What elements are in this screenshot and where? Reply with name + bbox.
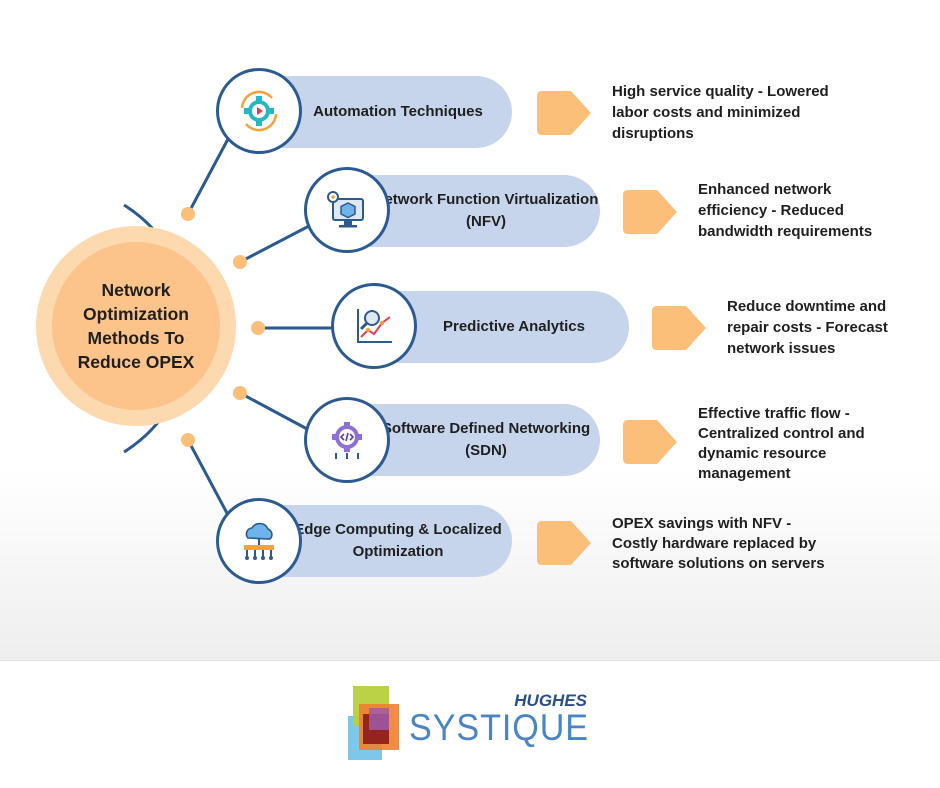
footer-divider bbox=[0, 660, 940, 661]
method-title: Edge Computing & Localized Optimization bbox=[294, 521, 502, 560]
hub-title: Network Optimization Methods To Reduce O… bbox=[77, 280, 195, 372]
method-icon-ring bbox=[304, 397, 390, 483]
method-description-sdn: Effective traffic flow - Centralized con… bbox=[698, 405, 865, 482]
central-hub: Network Optimization Methods To Reduce O… bbox=[36, 226, 236, 426]
method-icon-ring bbox=[304, 167, 390, 253]
virtual-monitor-icon bbox=[327, 191, 364, 228]
method-icon-ring bbox=[216, 498, 302, 584]
method-description-nfv: Enhanced network efficiency - Reduced ba… bbox=[698, 181, 873, 240]
gear-play-icon bbox=[240, 90, 278, 132]
connector-spokes bbox=[186, 138, 336, 516]
analytics-chart-icon bbox=[357, 309, 392, 343]
method-description-predictive-analytics: Reduce downtime and repair costs - Forec… bbox=[727, 298, 888, 357]
logo-top-text: HUGHES bbox=[514, 691, 587, 710]
method-description-edge-computing: OPEX savings with NFV - Costly hardware … bbox=[612, 515, 825, 572]
connector-lines bbox=[123, 138, 336, 516]
logo-bottom-text: SYSTIQUE bbox=[409, 707, 589, 748]
method-description-automation: High service quality - Lowered labor cos… bbox=[612, 83, 829, 142]
code-gear-icon bbox=[332, 422, 362, 459]
arrow-right-icon bbox=[623, 190, 677, 234]
method-title: Predictive Analytics bbox=[442, 318, 585, 335]
arrow-right-icon bbox=[652, 306, 706, 350]
arrow-right-icon bbox=[537, 91, 591, 135]
arrow-right-icon bbox=[623, 420, 677, 464]
method-title: Network Function Virtualization (NFV) bbox=[373, 191, 599, 230]
cloud-network-icon bbox=[244, 522, 274, 560]
diagram-canvas: Network Optimization Methods To Reduce O… bbox=[0, 0, 940, 660]
method-title: Automation Techniques bbox=[313, 103, 483, 120]
hughes-systique-logo: HUGHES SYSTIQUE bbox=[348, 686, 589, 760]
method-title: Software Defined Networking (SDN) bbox=[381, 420, 591, 459]
method-icon-ring bbox=[216, 68, 302, 154]
connector-nodes bbox=[181, 207, 265, 447]
arrow-right-icon bbox=[537, 521, 591, 565]
method-icon-ring bbox=[331, 283, 417, 369]
central-hub-inner: Network Optimization Methods To Reduce O… bbox=[52, 242, 220, 410]
